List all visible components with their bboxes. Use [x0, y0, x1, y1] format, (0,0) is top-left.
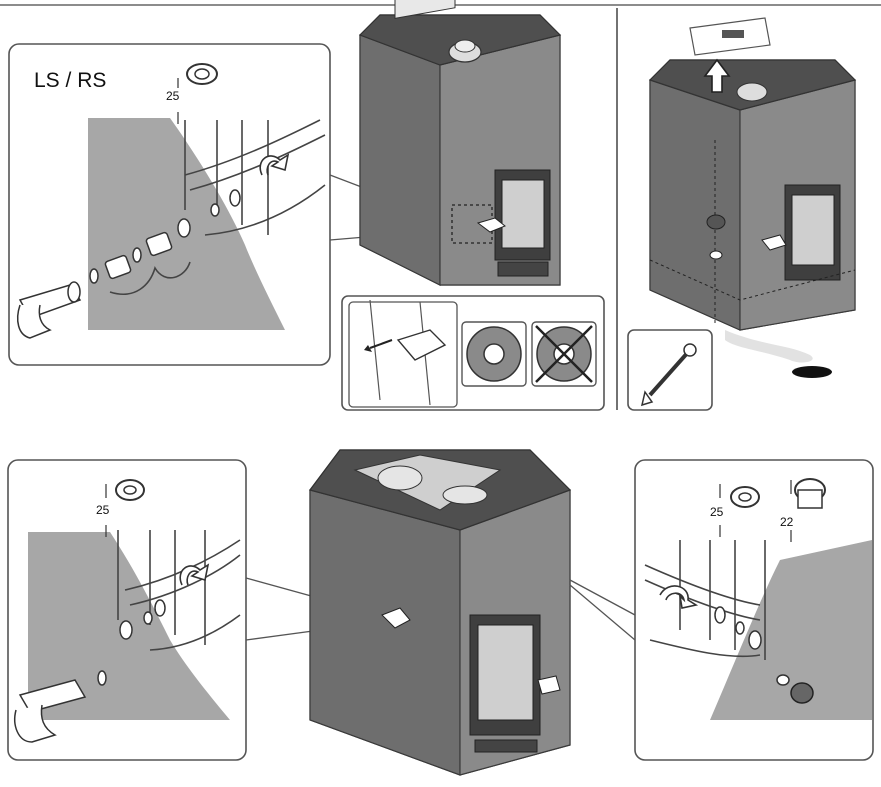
drain-plug-icon [706, 214, 726, 260]
dimension-label: 25 [166, 89, 180, 103]
detail-panel-top-left [8, 43, 331, 366]
stove-illustration-top [358, 0, 562, 286]
arrow-up-icon [703, 58, 731, 93]
stove-illustration-drain [648, 59, 857, 331]
rotate-arrow-icon [659, 585, 699, 609]
rotate-arrow-icon [259, 153, 290, 176]
faucet-icon [17, 281, 82, 339]
water-drain-icon [725, 330, 813, 363]
panel-label-ls-rs: LS / RS [34, 69, 107, 92]
washer-inset-panel [341, 295, 605, 411]
plug-installed-icon [790, 682, 814, 704]
detail-panel-bottom-left [7, 459, 247, 761]
rotate-arrow-icon [179, 563, 210, 586]
stove-illustration-bottom [308, 449, 572, 776]
washer-ok-icon [461, 321, 527, 387]
wall-section [710, 540, 872, 720]
fittings-chain [89, 189, 241, 295]
detail-panel-bottom-right [634, 459, 874, 761]
wrench-icon [627, 329, 713, 411]
nut-icon [115, 479, 145, 501]
plug-icon [794, 478, 826, 509]
dimension-label: 22 [780, 515, 794, 529]
puddle-icon [792, 366, 832, 378]
dimension-label: 25 [96, 503, 110, 517]
dimension-label: 25 [710, 505, 724, 519]
washer-crossed-icon [531, 321, 597, 387]
nut-icon [186, 63, 218, 85]
faucet-icon [14, 679, 87, 743]
nut-icon [730, 486, 760, 508]
